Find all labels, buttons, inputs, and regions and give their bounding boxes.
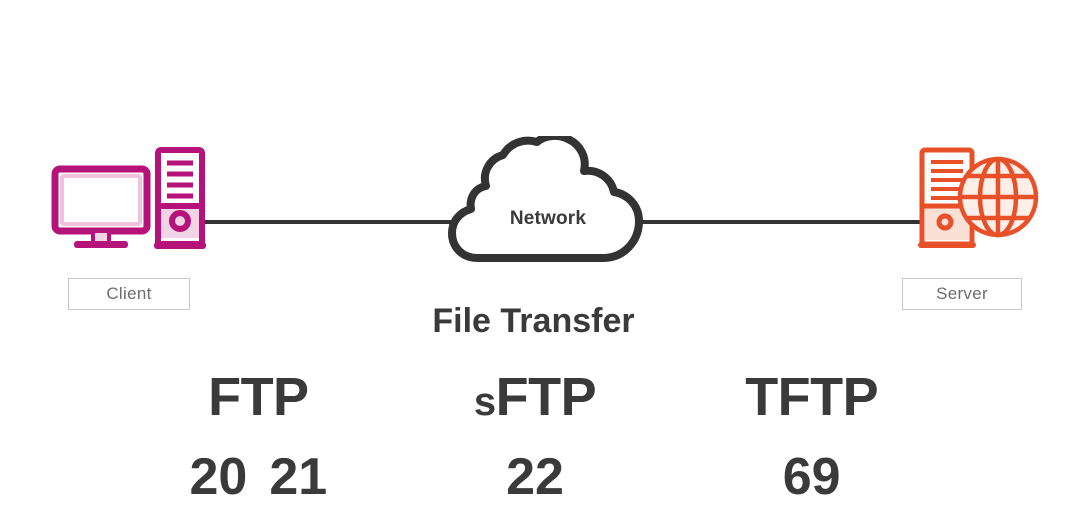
port-value: 21: [269, 448, 328, 506]
protocol-column-tftp: TFTP 69: [673, 368, 950, 505]
client-label-box: Client: [68, 278, 190, 310]
desktop-computer-and-tower-icon: [51, 147, 206, 249]
protocol-column-sftp: sFTP 22: [397, 368, 674, 505]
protocol-prefix-sftp: s: [473, 380, 496, 424]
cloud-icon: [448, 131, 643, 262]
protocol-ports-tftp: 69: [673, 449, 950, 505]
link-client-to-network: [203, 220, 465, 224]
protocol-ports-sftp: 22: [397, 449, 674, 505]
server-tower-and-globe-icon: [918, 147, 1039, 248]
diagram-title: File Transfer: [432, 302, 635, 340]
server-label-box: Server: [902, 278, 1022, 310]
server-label: Server: [936, 284, 988, 303]
port-value: 22: [506, 448, 564, 506]
port-value: 69: [782, 448, 841, 506]
network-cloud: [448, 131, 648, 268]
server-node: [905, 142, 1045, 252]
link-network-to-server: [640, 220, 930, 224]
network-label: Network: [509, 208, 587, 229]
protocol-base-tftp: TFTP: [745, 367, 879, 427]
protocol-name-ftp: FTP: [120, 368, 397, 431]
protocol-name-sftp: sFTP: [397, 368, 674, 431]
client-node: [50, 142, 230, 252]
port-value: 20: [189, 448, 248, 506]
protocol-name-tftp: TFTP: [673, 368, 950, 431]
protocol-base-sftp: FTP: [495, 367, 597, 427]
client-label: Client: [106, 284, 152, 303]
protocol-base-ftp: FTP: [208, 367, 309, 427]
